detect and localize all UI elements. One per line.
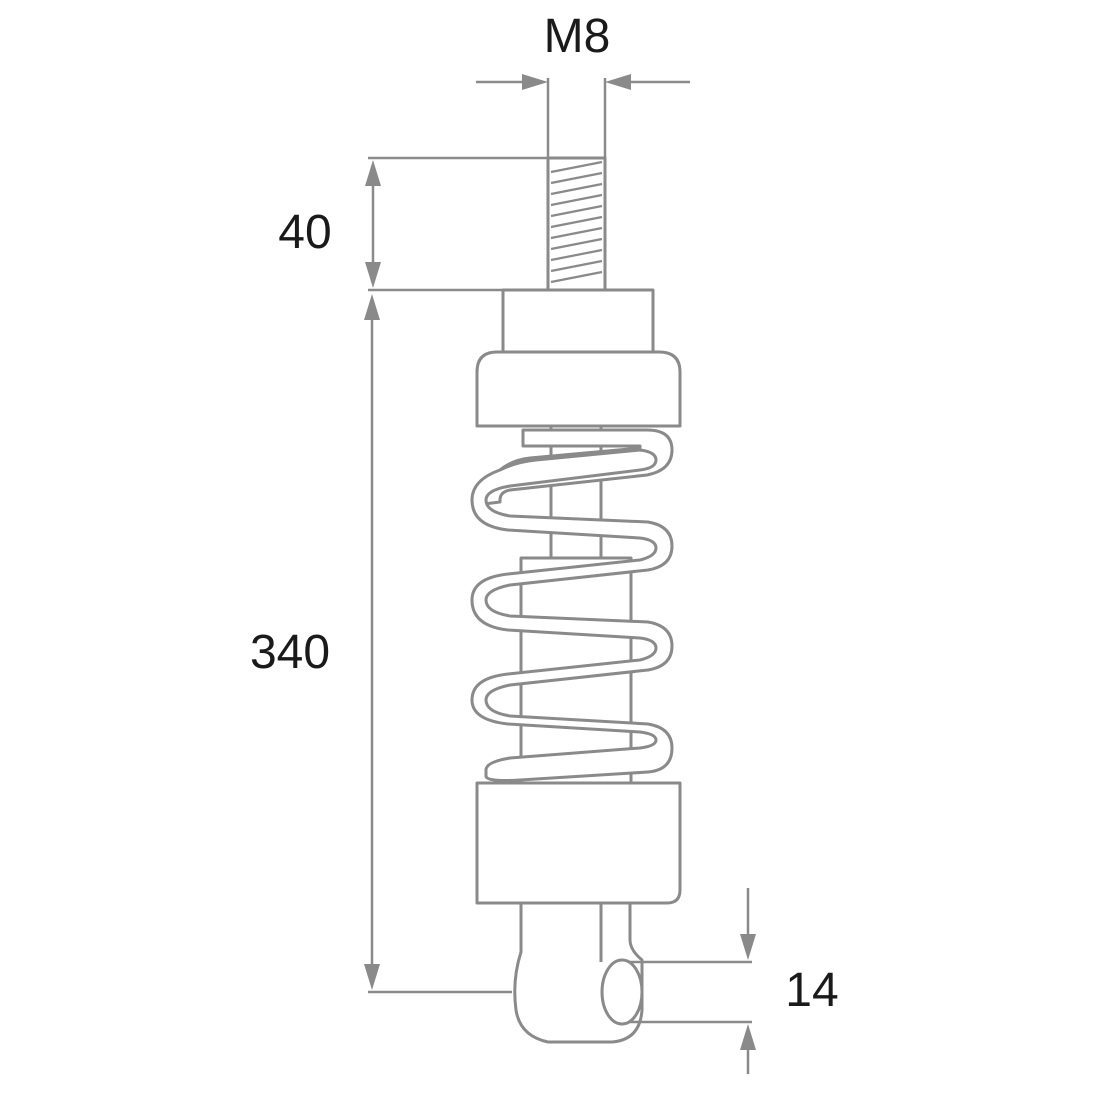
threaded-stud <box>546 156 607 292</box>
lower-eye-mount <box>513 901 644 1044</box>
upper-spring-seat <box>475 350 682 428</box>
thread-width-dimension: M8 <box>476 10 690 160</box>
thread-length-dimension: 40 <box>278 156 548 292</box>
piston-rod <box>549 424 603 562</box>
eye-bushing <box>600 958 644 1026</box>
thread-label: M8 <box>544 10 611 63</box>
coil-spring <box>470 428 674 782</box>
thread-length-label: 40 <box>278 206 331 259</box>
thread-hatching <box>550 160 603 284</box>
overall-length-dimension: 340 <box>250 294 512 994</box>
eye-diameter-label: 14 <box>785 964 838 1017</box>
lower-cup <box>475 781 682 905</box>
eye-diameter-dimension: 14 <box>630 888 839 1074</box>
top-cap <box>501 288 655 354</box>
overall-length-label: 340 <box>250 626 330 679</box>
